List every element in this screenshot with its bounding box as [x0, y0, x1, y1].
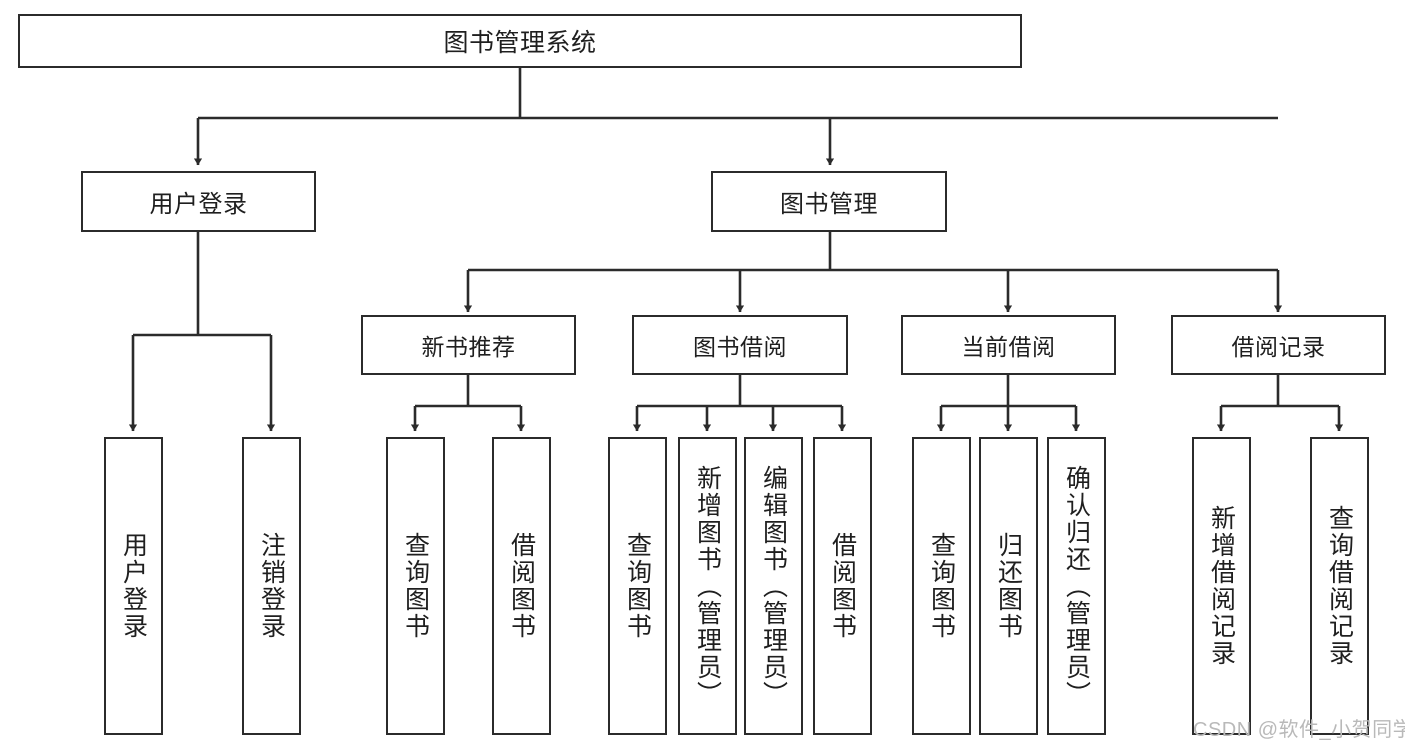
leaf-return-book[interactable]: 归还图书 — [979, 437, 1038, 735]
node-label: 归还图书 — [994, 532, 1023, 640]
leaf-query-book-borrow[interactable]: 查询图书 — [608, 437, 667, 735]
leaf-query-book-recommend[interactable]: 查询图书 — [386, 437, 445, 735]
leaf-query-borrow-record[interactable]: 查询借阅记录 — [1310, 437, 1369, 735]
node-label: 编辑图书（管理员） — [759, 464, 788, 708]
node-label: 新书推荐 — [421, 334, 516, 360]
node-current-borrow[interactable]: 当前借阅 — [901, 315, 1116, 375]
node-label: 图书管理系统 — [443, 29, 597, 57]
leaf-add-book-admin[interactable]: 新增图书（管理员） — [678, 437, 737, 735]
node-label: 用户登录 — [119, 532, 148, 640]
node-label: 用户登录 — [149, 191, 248, 218]
node-book-borrow[interactable]: 图书借阅 — [632, 315, 848, 375]
node-label: 图书管理 — [780, 191, 878, 218]
node-label: 借阅图书 — [507, 532, 536, 640]
leaf-user-login[interactable]: 用户登录 — [104, 437, 163, 735]
node-label: 查询图书 — [401, 532, 430, 640]
node-label: 借阅记录 — [1231, 334, 1326, 360]
node-label: 新增图书（管理员） — [693, 464, 722, 708]
node-label: 注销登录 — [257, 532, 286, 640]
leaf-confirm-return-admin[interactable]: 确认归还（管理员） — [1047, 437, 1106, 735]
node-label: 当前借阅 — [961, 334, 1056, 360]
node-borrow-record[interactable]: 借阅记录 — [1171, 315, 1386, 375]
leaf-query-book-current[interactable]: 查询图书 — [912, 437, 971, 735]
node-label: 查询图书 — [927, 532, 956, 640]
node-new-book-recommend[interactable]: 新书推荐 — [361, 315, 576, 375]
node-label: 图书借阅 — [693, 334, 787, 360]
leaf-borrow-book[interactable]: 借阅图书 — [813, 437, 872, 735]
csdn-watermark: CSDN @软件_小贺同学 — [1193, 719, 1405, 741]
leaf-edit-book-admin[interactable]: 编辑图书（管理员） — [744, 437, 803, 735]
node-label: 确认归还（管理员） — [1062, 464, 1091, 708]
node-label: 借阅图书 — [828, 532, 857, 640]
node-label: 新增借阅记录 — [1207, 505, 1236, 667]
node-root-book-management-system[interactable]: 图书管理系统 — [18, 14, 1022, 68]
leaf-add-borrow-record[interactable]: 新增借阅记录 — [1192, 437, 1251, 735]
leaf-logout[interactable]: 注销登录 — [242, 437, 301, 735]
node-book-management[interactable]: 图书管理 — [711, 171, 947, 232]
leaf-borrow-book-recommend[interactable]: 借阅图书 — [492, 437, 551, 735]
node-label: 查询图书 — [623, 532, 652, 640]
node-label: 查询借阅记录 — [1325, 505, 1354, 667]
node-user-login[interactable]: 用户登录 — [81, 171, 316, 232]
